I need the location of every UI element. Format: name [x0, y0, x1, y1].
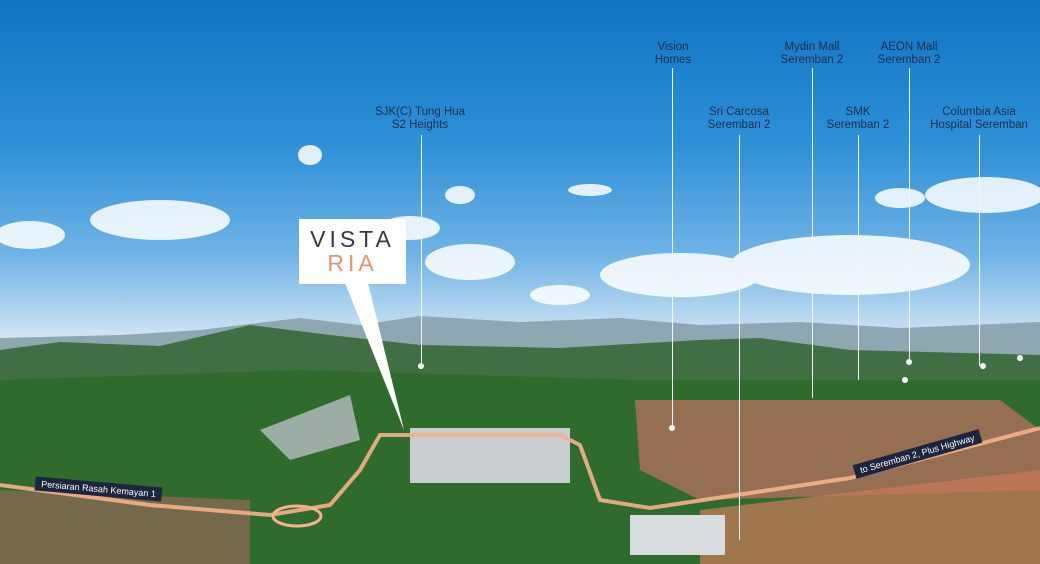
marker-dot [1017, 355, 1023, 361]
pointer-line [672, 68, 673, 428]
marker-dot [906, 359, 912, 365]
clouds [0, 145, 1040, 305]
marker-dot [902, 377, 908, 383]
pointer-line [739, 135, 740, 540]
logo-line1: VISTA [310, 226, 395, 252]
pointer-line [979, 135, 980, 366]
pointer-line [421, 135, 422, 366]
marker-dot [669, 425, 675, 431]
logo-pointer [345, 283, 404, 430]
vista-ria-site [410, 428, 570, 483]
road-highlight [0, 426, 1040, 518]
pointer-line [858, 135, 859, 380]
marker-dot [980, 363, 986, 369]
logo-line2: RIA [327, 250, 378, 276]
pointer-line [812, 68, 813, 398]
roundabout [271, 504, 323, 528]
vista-ria-logo: VISTA RIA [299, 219, 406, 284]
marker-dot [418, 363, 424, 369]
housing-area [635, 400, 1040, 500]
pointer-line [909, 68, 910, 362]
